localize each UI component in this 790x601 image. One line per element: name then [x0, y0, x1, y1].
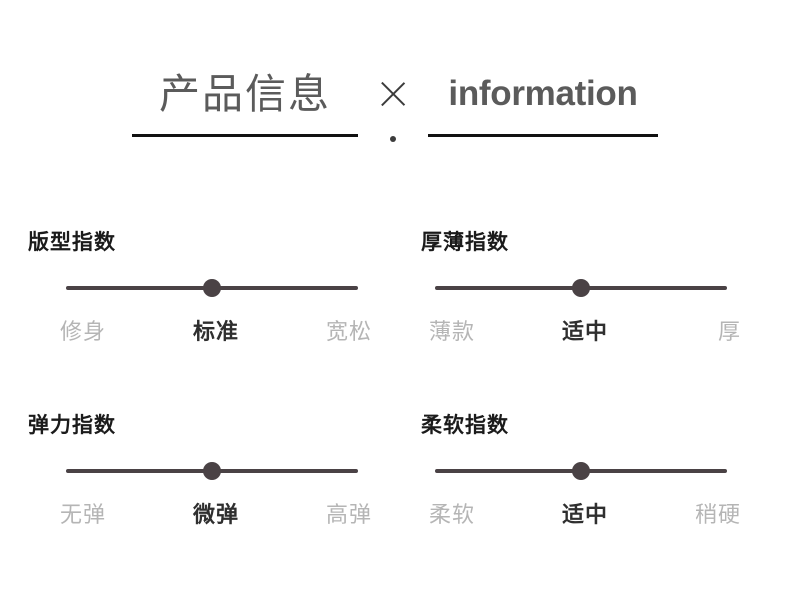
title-en-underline — [428, 134, 658, 137]
slider-scale-labels: 无弹 微弹 高弹 — [60, 497, 372, 529]
slider-scale-labels: 修身 标准 宽松 — [60, 314, 372, 346]
slider-thumb[interactable] — [572, 279, 590, 297]
scale-label-start[interactable]: 修身 — [60, 319, 107, 344]
page-title-en: information — [448, 74, 638, 113]
scale-label-start[interactable]: 柔软 — [429, 502, 476, 527]
x-divider-icon — [377, 78, 409, 110]
header-divider — [358, 70, 428, 142]
index-card-thickness: 厚薄指数 薄款 适中 厚 — [395, 218, 790, 401]
slider-thumb[interactable] — [203, 279, 221, 297]
index-card-elasticity: 弹力指数 无弹 微弹 高弹 — [0, 401, 395, 584]
index-title: 厚薄指数 — [421, 231, 509, 254]
scale-label-end[interactable]: 稍硬 — [694, 502, 741, 527]
thickness-slider[interactable] — [435, 278, 727, 298]
index-grid: 版型指数 修身 标准 宽松 厚薄指数 薄款 适中 厚 弹力指数 无 — [0, 218, 790, 584]
scale-label-middle[interactable]: 微弹 — [192, 502, 240, 527]
slider-scale-labels: 薄款 适中 厚 — [429, 314, 741, 346]
index-title: 版型指数 — [28, 231, 116, 254]
slider-thumb[interactable] — [203, 462, 221, 480]
scale-label-middle[interactable]: 适中 — [561, 502, 609, 527]
slider-thumb[interactable] — [572, 462, 590, 480]
slider-scale-labels: 柔软 适中 稍硬 — [429, 497, 741, 529]
title-en-block: information — [428, 70, 658, 137]
divider-dot-icon — [390, 136, 396, 142]
title-cn-block: 产品信息 — [132, 70, 358, 137]
index-card-softness: 柔软指数 柔软 适中 稍硬 — [395, 401, 790, 584]
index-title: 弹力指数 — [28, 414, 116, 437]
scale-label-start[interactable]: 薄款 — [429, 319, 476, 344]
scale-label-end[interactable]: 厚 — [717, 319, 741, 344]
index-title: 柔软指数 — [421, 414, 509, 437]
scale-label-end[interactable]: 宽松 — [325, 319, 372, 344]
softness-slider[interactable] — [435, 461, 727, 481]
page-header: 产品信息 information — [0, 70, 790, 160]
scale-label-middle[interactable]: 标准 — [192, 319, 240, 344]
elasticity-slider[interactable] — [66, 461, 358, 481]
index-card-fit: 版型指数 修身 标准 宽松 — [0, 218, 395, 401]
page-title-cn: 产品信息 — [159, 71, 331, 117]
scale-label-end[interactable]: 高弹 — [325, 502, 372, 527]
scale-label-middle[interactable]: 适中 — [561, 319, 609, 344]
header-inner: 产品信息 information — [0, 70, 790, 142]
title-cn-underline — [132, 134, 358, 137]
fit-slider[interactable] — [66, 278, 358, 298]
scale-label-start[interactable]: 无弹 — [60, 502, 107, 527]
